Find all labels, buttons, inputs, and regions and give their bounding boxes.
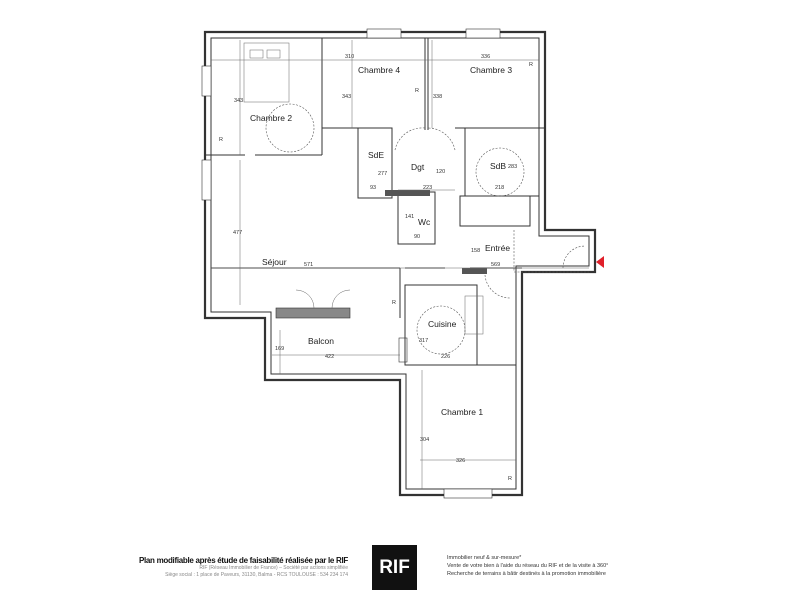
footer-sub1: RIF (Réseau Immobilier de France) – Soci…	[199, 565, 348, 571]
dim: 571	[304, 262, 313, 268]
radiator-marker: R	[219, 137, 223, 143]
radiator-marker: R	[529, 62, 533, 68]
dim: 326	[456, 458, 465, 464]
dim: 343	[234, 98, 243, 104]
dim: 283	[508, 164, 517, 170]
label-sejour: Séjour	[262, 257, 287, 267]
footer-line2: Vente de votre bien à l'aide du réseau d…	[447, 563, 609, 569]
label-chambre2: Chambre 2	[250, 113, 292, 123]
dim: 90	[414, 234, 420, 240]
windows	[201, 28, 501, 499]
dim: 569	[491, 262, 500, 268]
dim: 218	[495, 185, 504, 191]
dim: 223	[423, 185, 432, 191]
dim: 158	[471, 248, 480, 254]
entrance-arrow-icon	[596, 256, 604, 268]
dim: 226	[441, 354, 450, 360]
label-chambre1: Chambre 1	[441, 407, 483, 417]
dim: 310	[345, 54, 354, 60]
dim: 304	[420, 437, 429, 443]
label-wc: Wc	[418, 217, 431, 227]
footer-title: Plan modifiable après étude de faisabili…	[138, 556, 348, 565]
footer-right: Immobilier neuf & sur-mesure* Vente de v…	[447, 554, 608, 578]
door-swings	[265, 103, 586, 355]
dim: 93	[370, 185, 376, 191]
footer-sub2: Siège social : 1 place de Paveurs, 31130…	[165, 572, 348, 578]
dim: 120	[436, 169, 445, 175]
dim: 277	[378, 171, 387, 177]
dim: 338	[433, 94, 442, 100]
label-cuisine: Cuisine	[428, 319, 457, 329]
radiator-marker: R	[415, 88, 419, 94]
outer-walls	[203, 30, 597, 497]
label-balcon: Balcon	[308, 336, 334, 346]
bed-chambre2	[243, 42, 290, 103]
rif-logo: RIF	[372, 545, 417, 590]
label-dgt: Dgt	[411, 162, 425, 172]
dim: 169	[275, 346, 284, 352]
label-entree: Entrée	[485, 243, 510, 253]
footer-line1: Immobilier neuf & sur-mesure*	[447, 555, 522, 561]
dim: 317	[419, 338, 428, 344]
label-chambre4: Chambre 4	[358, 65, 400, 75]
dim: 141	[405, 214, 414, 220]
footer-left: Plan modifiable après étude de faisabili…	[139, 556, 348, 579]
dimension-lines	[211, 40, 589, 489]
interior-walls	[205, 38, 589, 366]
label-sde: SdE	[368, 150, 384, 160]
label-chambre3: Chambre 3	[470, 65, 512, 75]
radiator-marker: R	[508, 476, 512, 482]
footer-line3: Recherche de terrains à bâtir destinés à…	[447, 571, 606, 577]
dim: 422	[325, 354, 334, 360]
label-sdb: SdB	[490, 161, 506, 171]
dim: 336	[481, 54, 490, 60]
radiator-marker: R	[392, 300, 396, 306]
dim: 343	[342, 94, 351, 100]
dim: 477	[233, 230, 242, 236]
